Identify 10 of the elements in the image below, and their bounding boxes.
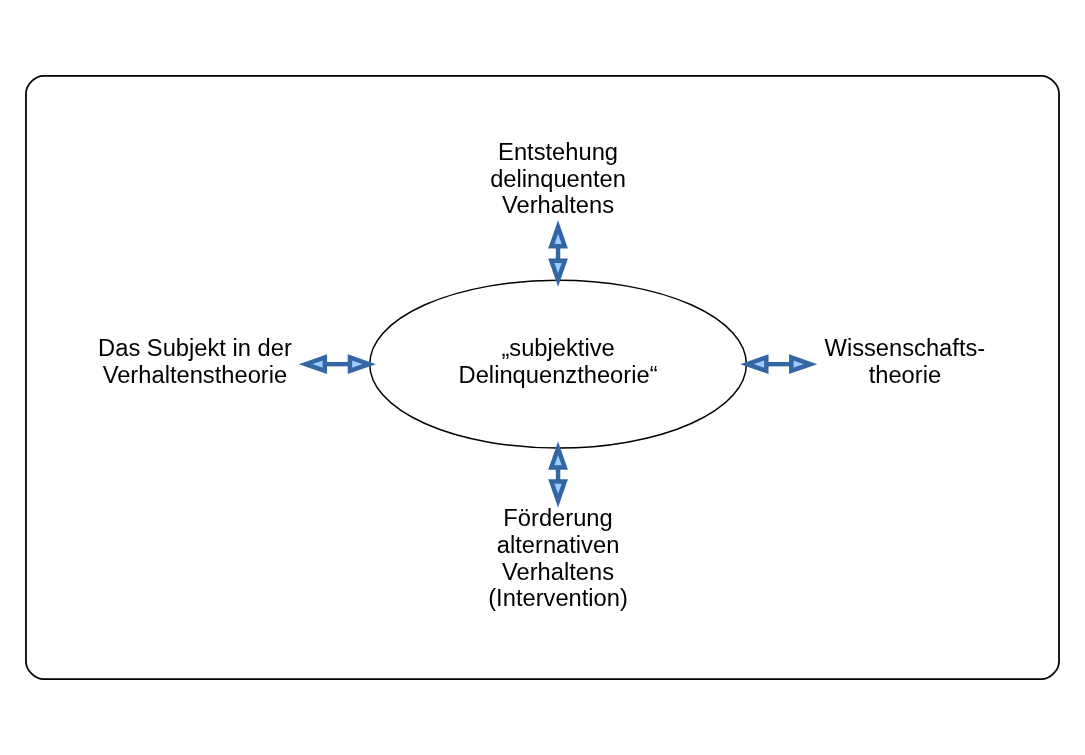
arrow: [298, 354, 376, 375]
arrow: [740, 354, 818, 375]
node-ellipse: „subjektive Delinquenztheorie“: [369, 279, 748, 449]
node-text: Entstehung delinquenten Verhaltens: [490, 138, 626, 219]
cluster: [25, 74, 1060, 681]
arrow: [548, 441, 568, 508]
node-text: Das Subjekt in der Verhaltenstheorie: [98, 335, 292, 389]
node-text: Wissenschafts- theorie: [824, 335, 986, 389]
arrow: [548, 220, 568, 287]
node-text: Förderung alternativen Verhaltens (Intervention): [488, 505, 628, 612]
